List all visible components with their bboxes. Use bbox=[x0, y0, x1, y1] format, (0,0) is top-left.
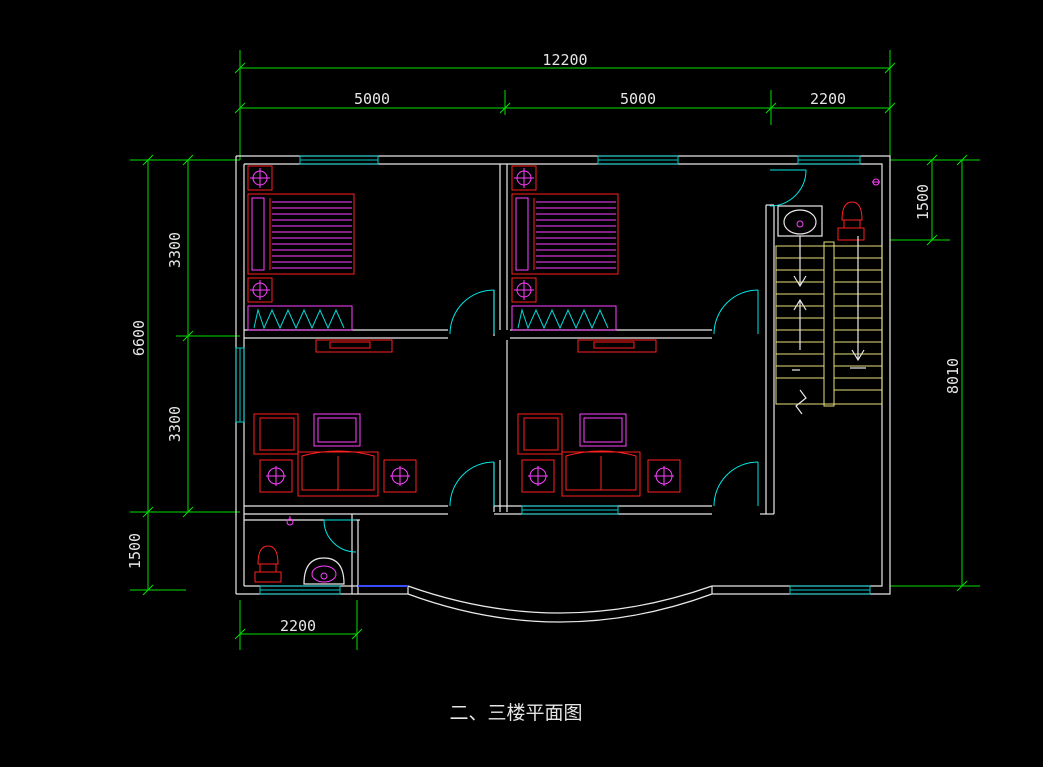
dim-left-bottom: 1500 bbox=[126, 533, 144, 569]
bedroom-middle-furniture bbox=[511, 165, 657, 353]
dim-top-total: 12200 bbox=[542, 51, 587, 69]
staircase bbox=[775, 236, 883, 415]
bathroom-top-right bbox=[777, 178, 880, 241]
dim-right-total: 8010 bbox=[944, 358, 962, 394]
windows bbox=[235, 155, 871, 595]
dim-right-top: 1500 bbox=[914, 184, 932, 220]
dimension-lines bbox=[130, 50, 980, 650]
drawing-title: 二、三楼平面图 bbox=[449, 702, 582, 724]
bathroom-bottom-left bbox=[254, 516, 345, 585]
dim-left-upper: 3300 bbox=[166, 232, 184, 268]
sitting-room-left-furniture bbox=[253, 413, 417, 497]
bedroom-left-furniture bbox=[247, 165, 393, 353]
doors bbox=[323, 169, 807, 553]
sitting-room-middle-furniture bbox=[517, 413, 681, 497]
dim-top-right: 2200 bbox=[810, 90, 846, 108]
dim-left-outer: 6600 bbox=[130, 320, 148, 356]
dim-top-left: 5000 bbox=[354, 90, 390, 108]
dim-left-lower: 3300 bbox=[166, 406, 184, 442]
dim-bottom: 2200 bbox=[280, 617, 316, 635]
dim-top-mid: 5000 bbox=[620, 90, 656, 108]
